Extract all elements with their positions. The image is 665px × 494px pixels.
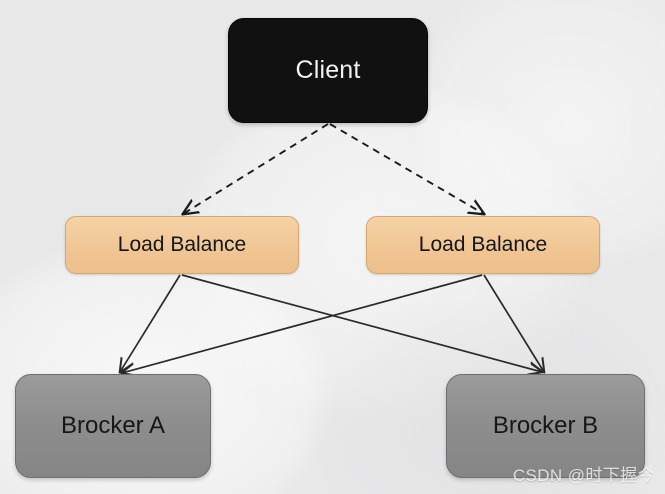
node-load-balance-right-label: Load Balance — [418, 233, 548, 257]
node-brocker-b-label: Brocker B — [492, 411, 599, 439]
node-load-balance-left[interactable]: Load Balance — [65, 216, 299, 274]
edge-client-to-load-balance-right — [329, 123, 484, 214]
node-brocker-b[interactable]: Brocker B — [446, 374, 645, 478]
node-client-label: Client — [295, 55, 361, 84]
edge-load-balance-left-to-brocker-a — [120, 274, 181, 372]
edge-load-balance-left-to-brocker-b — [181, 274, 542, 372]
node-load-balance-right[interactable]: Load Balance — [366, 216, 600, 274]
edge-client-to-load-balance-left — [183, 123, 329, 214]
node-load-balance-left-label: Load Balance — [117, 233, 247, 257]
node-brocker-a[interactable]: Brocker A — [15, 374, 211, 478]
edge-load-balance-right-to-brocker-a — [122, 274, 483, 373]
edge-load-balance-right-to-brocker-b — [483, 274, 544, 372]
node-brocker-a-label: Brocker A — [60, 411, 166, 439]
node-client[interactable]: Client — [228, 18, 428, 123]
